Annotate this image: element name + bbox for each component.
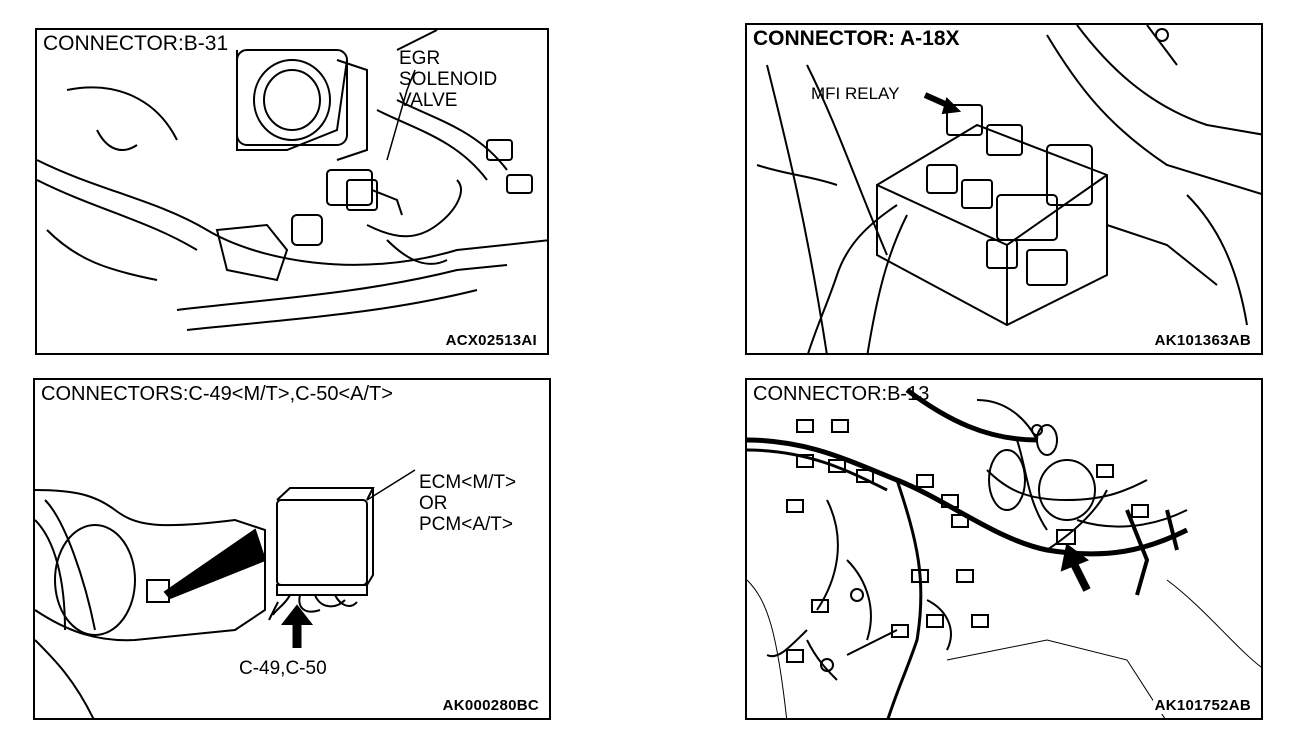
dashboard-ecm-illustration [35, 469, 416, 718]
panel-title: CONNECTORS:C-49<M/T>,C-50<A/T> [41, 382, 397, 406]
label-line: EGR [399, 48, 441, 69]
panel-title: CONNECTOR:B-31 [43, 32, 233, 56]
panel-title: CONNECTOR:B-13 [753, 383, 930, 405]
label-line: OR [419, 493, 448, 514]
egr-solenoid-valve-label: EGR SOLENOID VALVE [399, 48, 497, 111]
panel-egr-solenoid: CONNECTOR:B-31 EGR SOLENOID VALVE ACX025… [35, 28, 549, 355]
panel-ecm-pcm: CONNECTORS:C-49<M/T>,C-50<A/T> ECM<M/T> … [33, 378, 551, 720]
connector-arrow-label: C-49,C-50 [239, 658, 327, 679]
panel-mfi-relay: CONNECTOR: A-18X MFI RELAY AK101363AB [745, 23, 1263, 355]
panel-title: CONNECTOR: A-18X [753, 27, 964, 51]
wiring-harness-illustration [747, 387, 1261, 718]
figure-code: AK000280BC [440, 697, 541, 714]
figure-code: AK101752AB [1152, 697, 1253, 714]
label-line: VALVE [399, 90, 458, 111]
label-line: PCM<A/T> [419, 514, 513, 535]
figure-code: AK101363AB [1152, 332, 1253, 349]
engine-throttle-body-illustration [37, 30, 547, 331]
label-line: SOLENOID [399, 69, 498, 90]
ecm-pcm-label: ECM<M/T> OR PCM<A/T> [419, 472, 516, 535]
label-line: ECM<M/T> [419, 472, 517, 493]
relay-box-illustration [756, 25, 1261, 353]
mfi-relay-label: MFI RELAY [811, 84, 900, 103]
figure-code: ACX02513AI [443, 332, 539, 349]
panel-b13-harness: CONNECTOR:B-13 AK101752AB [745, 378, 1263, 720]
